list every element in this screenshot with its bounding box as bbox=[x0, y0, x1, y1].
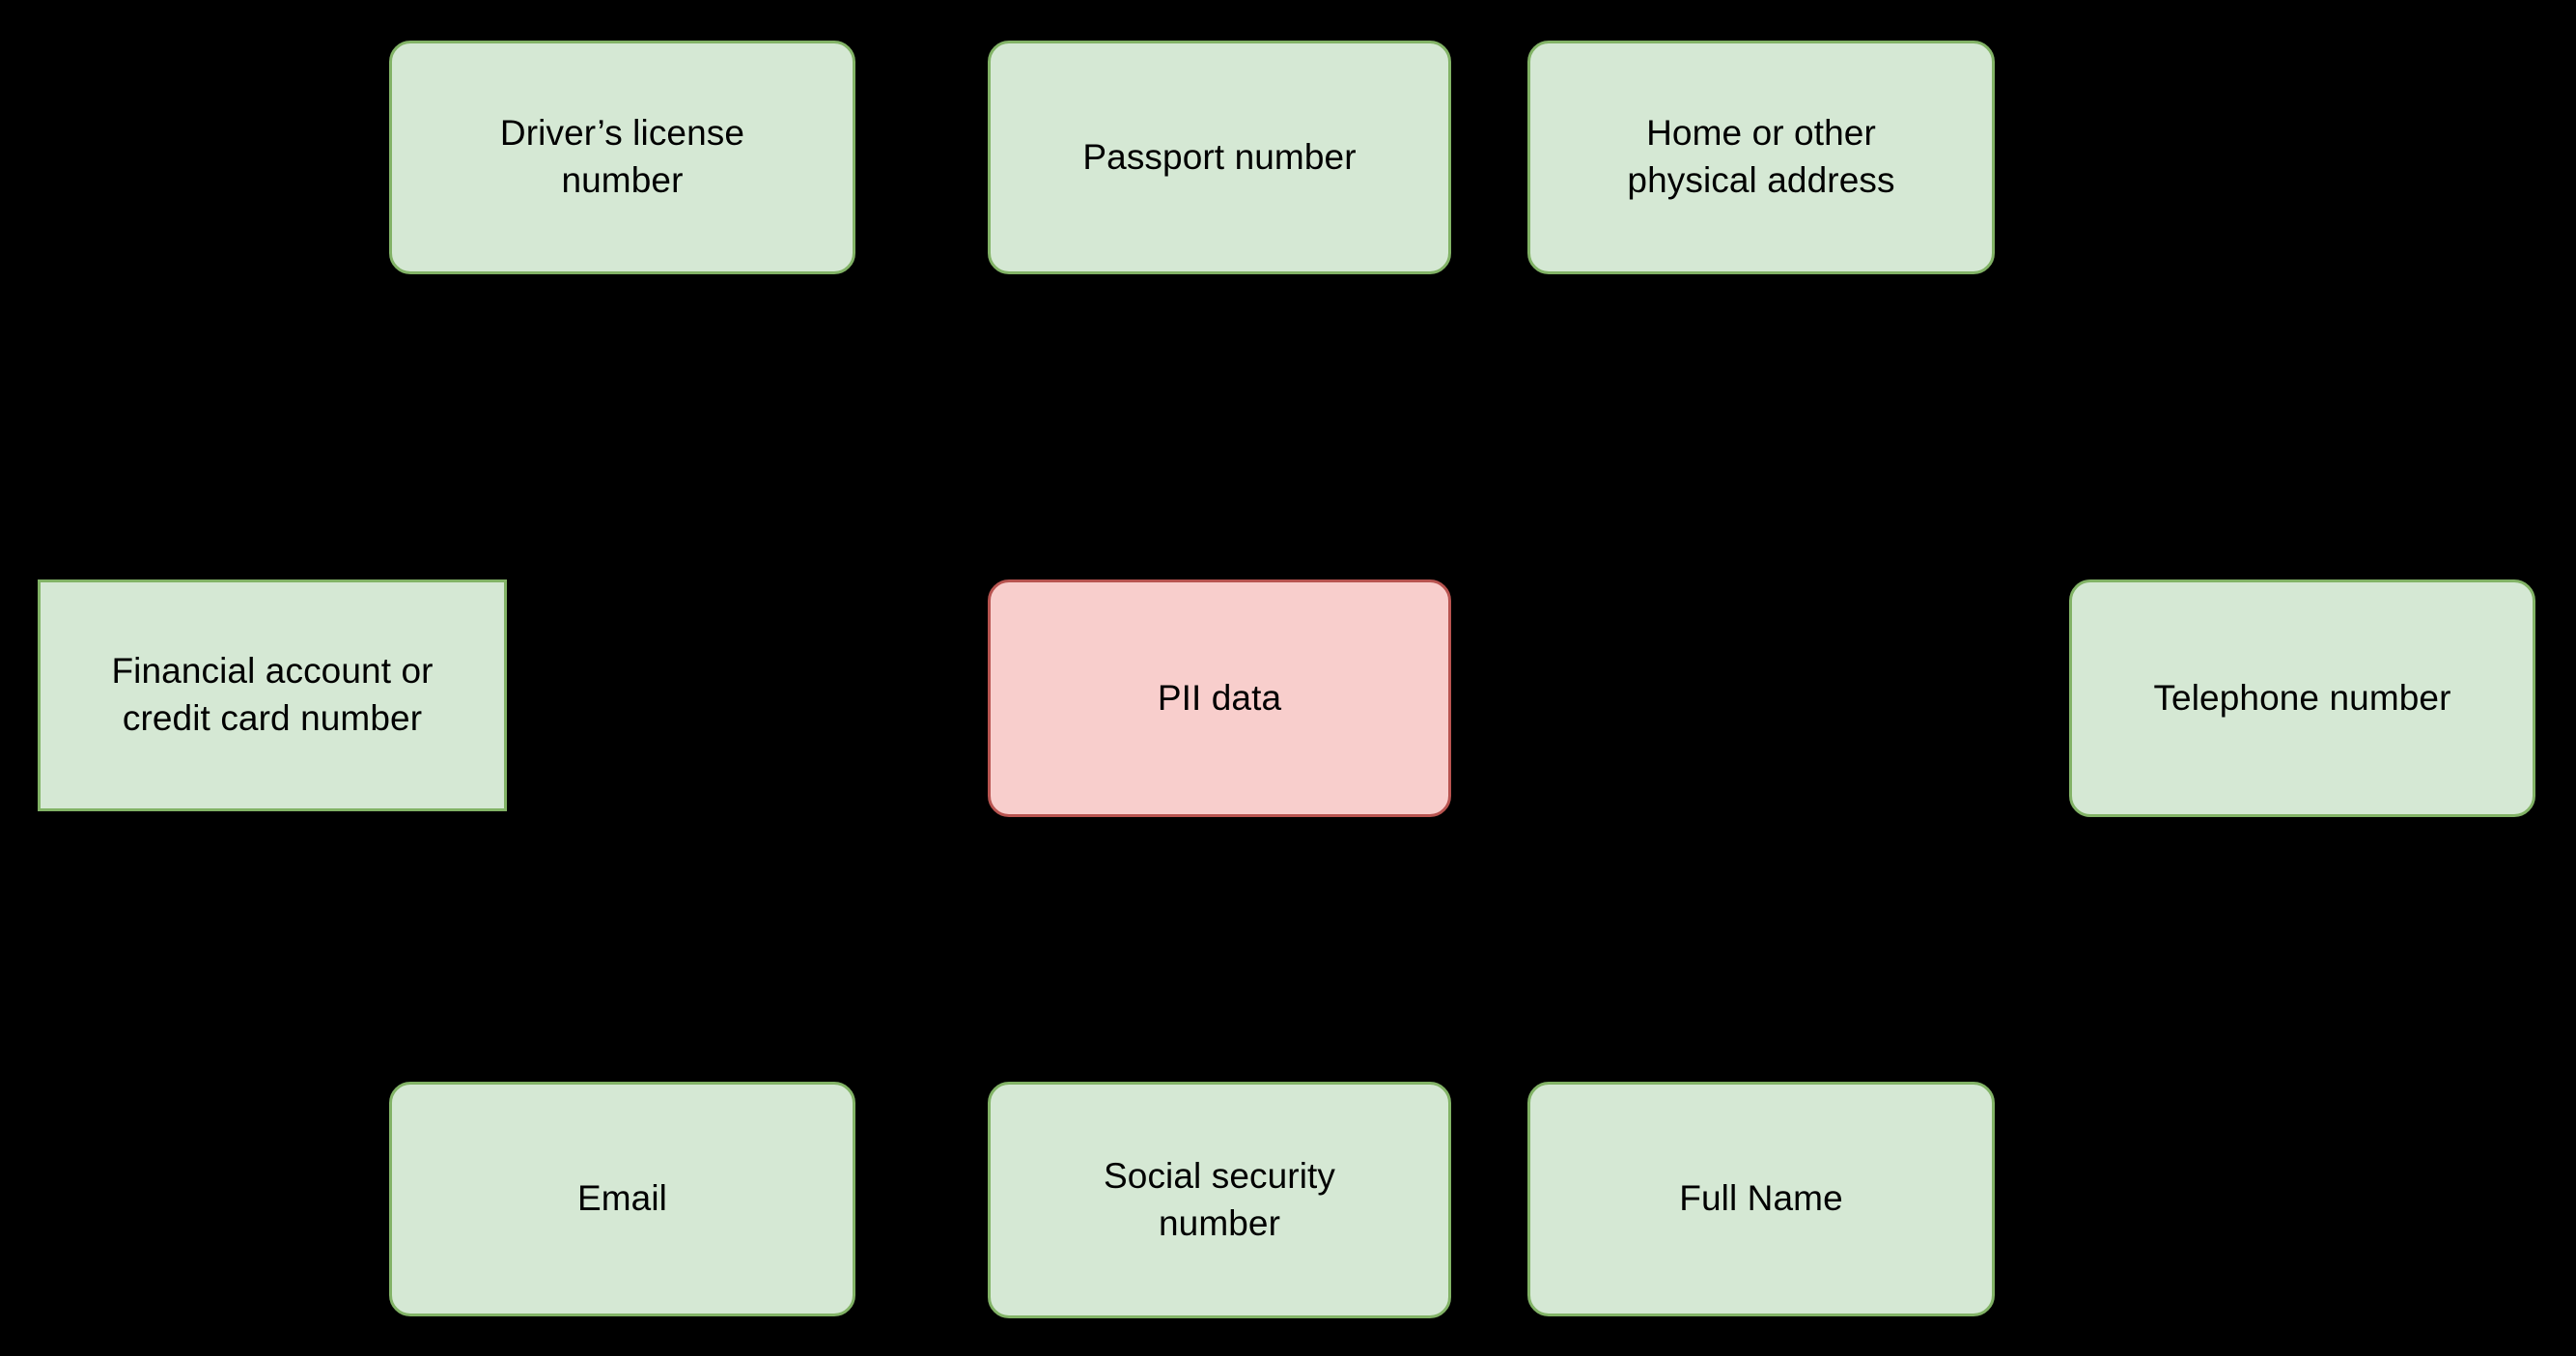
node-social-security-number[interactable]: Social security number bbox=[988, 1082, 1451, 1318]
node-label: Driver’s license number bbox=[499, 113, 745, 200]
node-email[interactable]: Email bbox=[389, 1082, 855, 1316]
node-telephone-number[interactable]: Telephone number bbox=[2069, 579, 2535, 817]
node-drivers-license-number[interactable]: Driver’s license number bbox=[389, 41, 855, 274]
node-full-name[interactable]: Full Name bbox=[1527, 1082, 1995, 1316]
node-label: Passport number bbox=[1082, 136, 1357, 177]
node-pii-data[interactable]: PII data bbox=[988, 579, 1451, 817]
node-label: Full Name bbox=[1679, 1178, 1843, 1219]
node-label: Home or other physical address bbox=[1627, 113, 1895, 200]
node-passport-number[interactable]: Passport number bbox=[988, 41, 1451, 274]
node-label: PII data bbox=[1157, 677, 1282, 718]
node-label: Telephone number bbox=[2153, 677, 2451, 718]
node-label: Email bbox=[576, 1178, 668, 1219]
node-home-or-other-physical-address[interactable]: Home or other physical address bbox=[1527, 41, 1995, 274]
node-label: Financial account or credit card number bbox=[111, 651, 434, 738]
node-financial-account-or-credit-card-number[interactable]: Financial account or credit card number bbox=[38, 579, 507, 811]
node-label: Social security number bbox=[1103, 1155, 1336, 1243]
